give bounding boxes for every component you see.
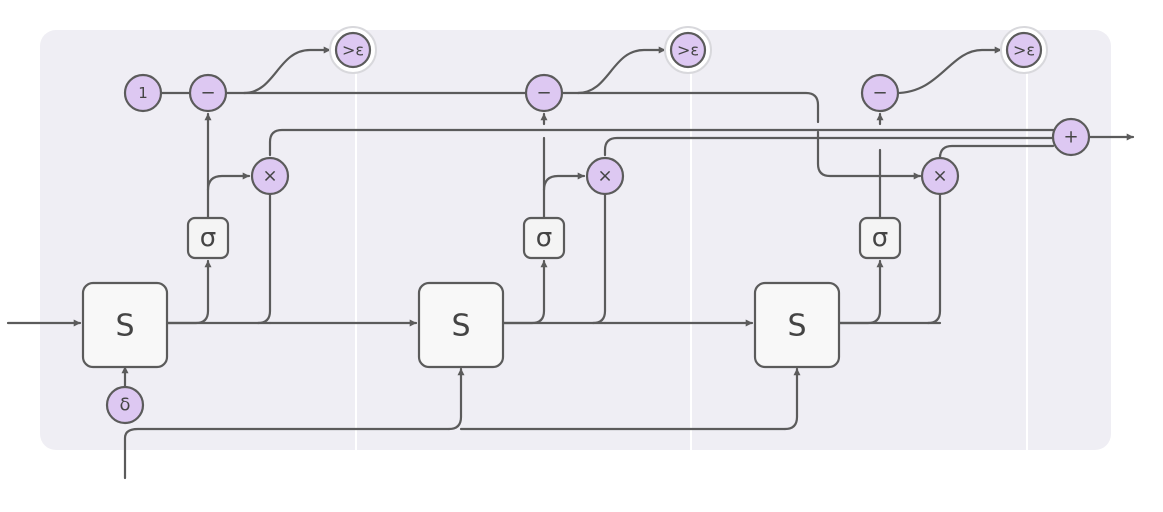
threshold-label: >ε xyxy=(342,41,364,60)
sigmoid-box-3: σ xyxy=(858,216,902,260)
threshold-node-2: >ε xyxy=(664,26,712,74)
subtract-node-2: − xyxy=(524,73,564,113)
multiply-symbol: × xyxy=(932,166,947,187)
sum-node: + xyxy=(1051,117,1091,157)
connection-wires xyxy=(6,46,1135,480)
multiply-symbol: × xyxy=(262,166,277,187)
subtract-node-3: − xyxy=(860,73,900,113)
subtract-symbol: − xyxy=(872,83,887,104)
threshold-label: >ε xyxy=(677,41,699,60)
multiply-node-3: × xyxy=(920,156,960,196)
subtract-symbol: − xyxy=(200,83,215,104)
sigmoid-box-1: σ xyxy=(186,216,230,260)
sigmoid-label: σ xyxy=(536,223,552,253)
sigmoid-label: σ xyxy=(872,223,888,253)
sigmoid-box-2: σ xyxy=(522,216,566,260)
multiply-node-1: × xyxy=(250,156,290,196)
diagram-panel xyxy=(40,30,1111,450)
multiply-symbol: × xyxy=(597,166,612,187)
threshold-label: >ε xyxy=(1013,41,1035,60)
multiply-node-2: × xyxy=(585,156,625,196)
subtract-node-1: − xyxy=(188,73,228,113)
step-block-1: S xyxy=(81,281,169,369)
delta-label: δ xyxy=(119,395,130,416)
threshold-node-3: >ε xyxy=(1000,26,1048,74)
step-block-2: S xyxy=(417,281,505,369)
threshold-node-1: >ε xyxy=(329,26,377,74)
step-block-label: S xyxy=(787,309,806,344)
delta-node: δ xyxy=(105,385,145,425)
constant-one-node: 1 xyxy=(123,73,163,113)
constant-one-label: 1 xyxy=(138,84,148,102)
sigmoid-label: σ xyxy=(200,223,216,253)
subtract-symbol: − xyxy=(536,83,551,104)
step-block-3: S xyxy=(753,281,841,369)
step-block-label: S xyxy=(115,309,134,344)
sum-symbol: + xyxy=(1063,127,1078,148)
step-block-label: S xyxy=(451,309,470,344)
